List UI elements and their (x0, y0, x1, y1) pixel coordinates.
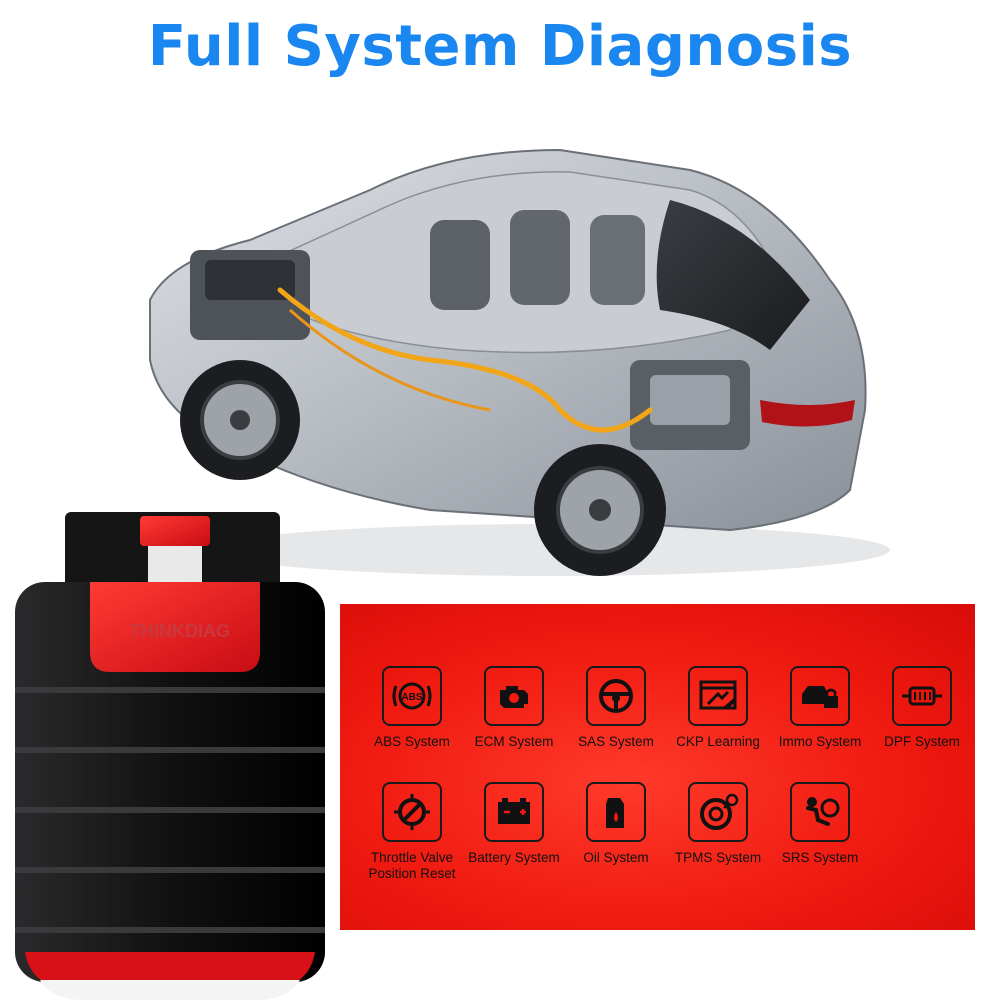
feature-sas: SAS System (556, 666, 676, 750)
steering-wheel-icon (586, 666, 646, 726)
ckp-learning-icon (688, 666, 748, 726)
feature-ckp: CKP Learning (658, 666, 778, 750)
brand-label: THINKDIAG (130, 621, 230, 641)
feature-label: DPF System (884, 734, 960, 749)
throttle-icon (382, 782, 442, 842)
feature-label: ABS System (374, 734, 450, 749)
feature-immo: Immo System (760, 666, 880, 750)
page-title: Full System Diagnosis (147, 14, 853, 79)
feature-label-line2: Position Reset (368, 866, 456, 881)
feature-panel: ABS ABS System ECM System SAS System CKP… (340, 604, 975, 930)
feature-label: Throttle Valve Position Reset (352, 850, 472, 882)
airbag-icon (790, 782, 850, 842)
feature-label: Oil System (583, 850, 649, 865)
feature-label: CKP Learning (676, 734, 760, 749)
car-cutaway-illustration (149, 148, 890, 576)
feature-tpms: TPMS System (658, 782, 778, 866)
car-lock-icon (790, 666, 850, 726)
feature-label: TPMS System (674, 850, 762, 865)
battery-icon (484, 782, 544, 842)
abs-icon: ABS (382, 666, 442, 726)
feature-label: SRS System (781, 850, 859, 865)
feature-label: Immo System (778, 734, 862, 749)
tire-pressure-icon (688, 782, 748, 842)
oil-can-icon (586, 782, 646, 842)
feature-throttle: Throttle Valve Position Reset (352, 782, 472, 882)
feature-oil: Oil System (556, 782, 676, 866)
feature-battery: Battery System (454, 782, 574, 866)
feature-label-line1: Throttle Valve (370, 850, 454, 865)
engine-icon (484, 666, 544, 726)
feature-label: Battery System (468, 850, 560, 865)
feature-srs: SRS System (760, 782, 880, 866)
feature-label: ECM System (474, 734, 554, 749)
svg-text:ABS: ABS (401, 692, 422, 703)
feature-dpf: DPF System (862, 666, 982, 750)
thinkdiag-obd-device: THINKDIAG (15, 512, 325, 1000)
dpf-filter-icon (892, 666, 952, 726)
feature-ecm: ECM System (454, 666, 574, 750)
feature-label: SAS System (578, 734, 654, 749)
feature-abs: ABS ABS System (352, 666, 472, 750)
